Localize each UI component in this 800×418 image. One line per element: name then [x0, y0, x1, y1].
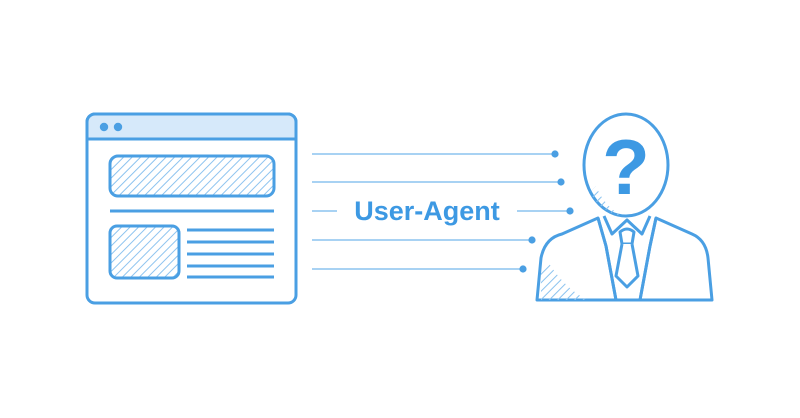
content-image-block [108, 224, 181, 280]
browser-window-icon [85, 112, 298, 305]
browser-title-bar [85, 112, 298, 141]
connector-4 [312, 236, 536, 244]
connector-5 [312, 265, 527, 273]
tie-blade [614, 243, 640, 289]
connector-lines [312, 150, 574, 273]
shirt-collar [602, 215, 652, 236]
head-shading [590, 186, 622, 216]
content-text-lines [187, 228, 274, 279]
unknown-person-icon: ? [535, 112, 714, 302]
content-banner-block [108, 154, 276, 198]
connector-3 [312, 207, 574, 215]
question-mark-icon: ? [602, 123, 650, 211]
lapel-left [596, 217, 618, 301]
connector-1 [312, 150, 559, 158]
tie-knot [618, 227, 636, 246]
window-dot-1 [99, 122, 109, 132]
head [582, 112, 670, 218]
suit-shading [541, 262, 588, 300]
user-agent-label: User-Agent [354, 196, 500, 226]
window-dot-2 [113, 122, 123, 132]
lapel-right [638, 217, 658, 301]
connector-2 [312, 178, 565, 186]
